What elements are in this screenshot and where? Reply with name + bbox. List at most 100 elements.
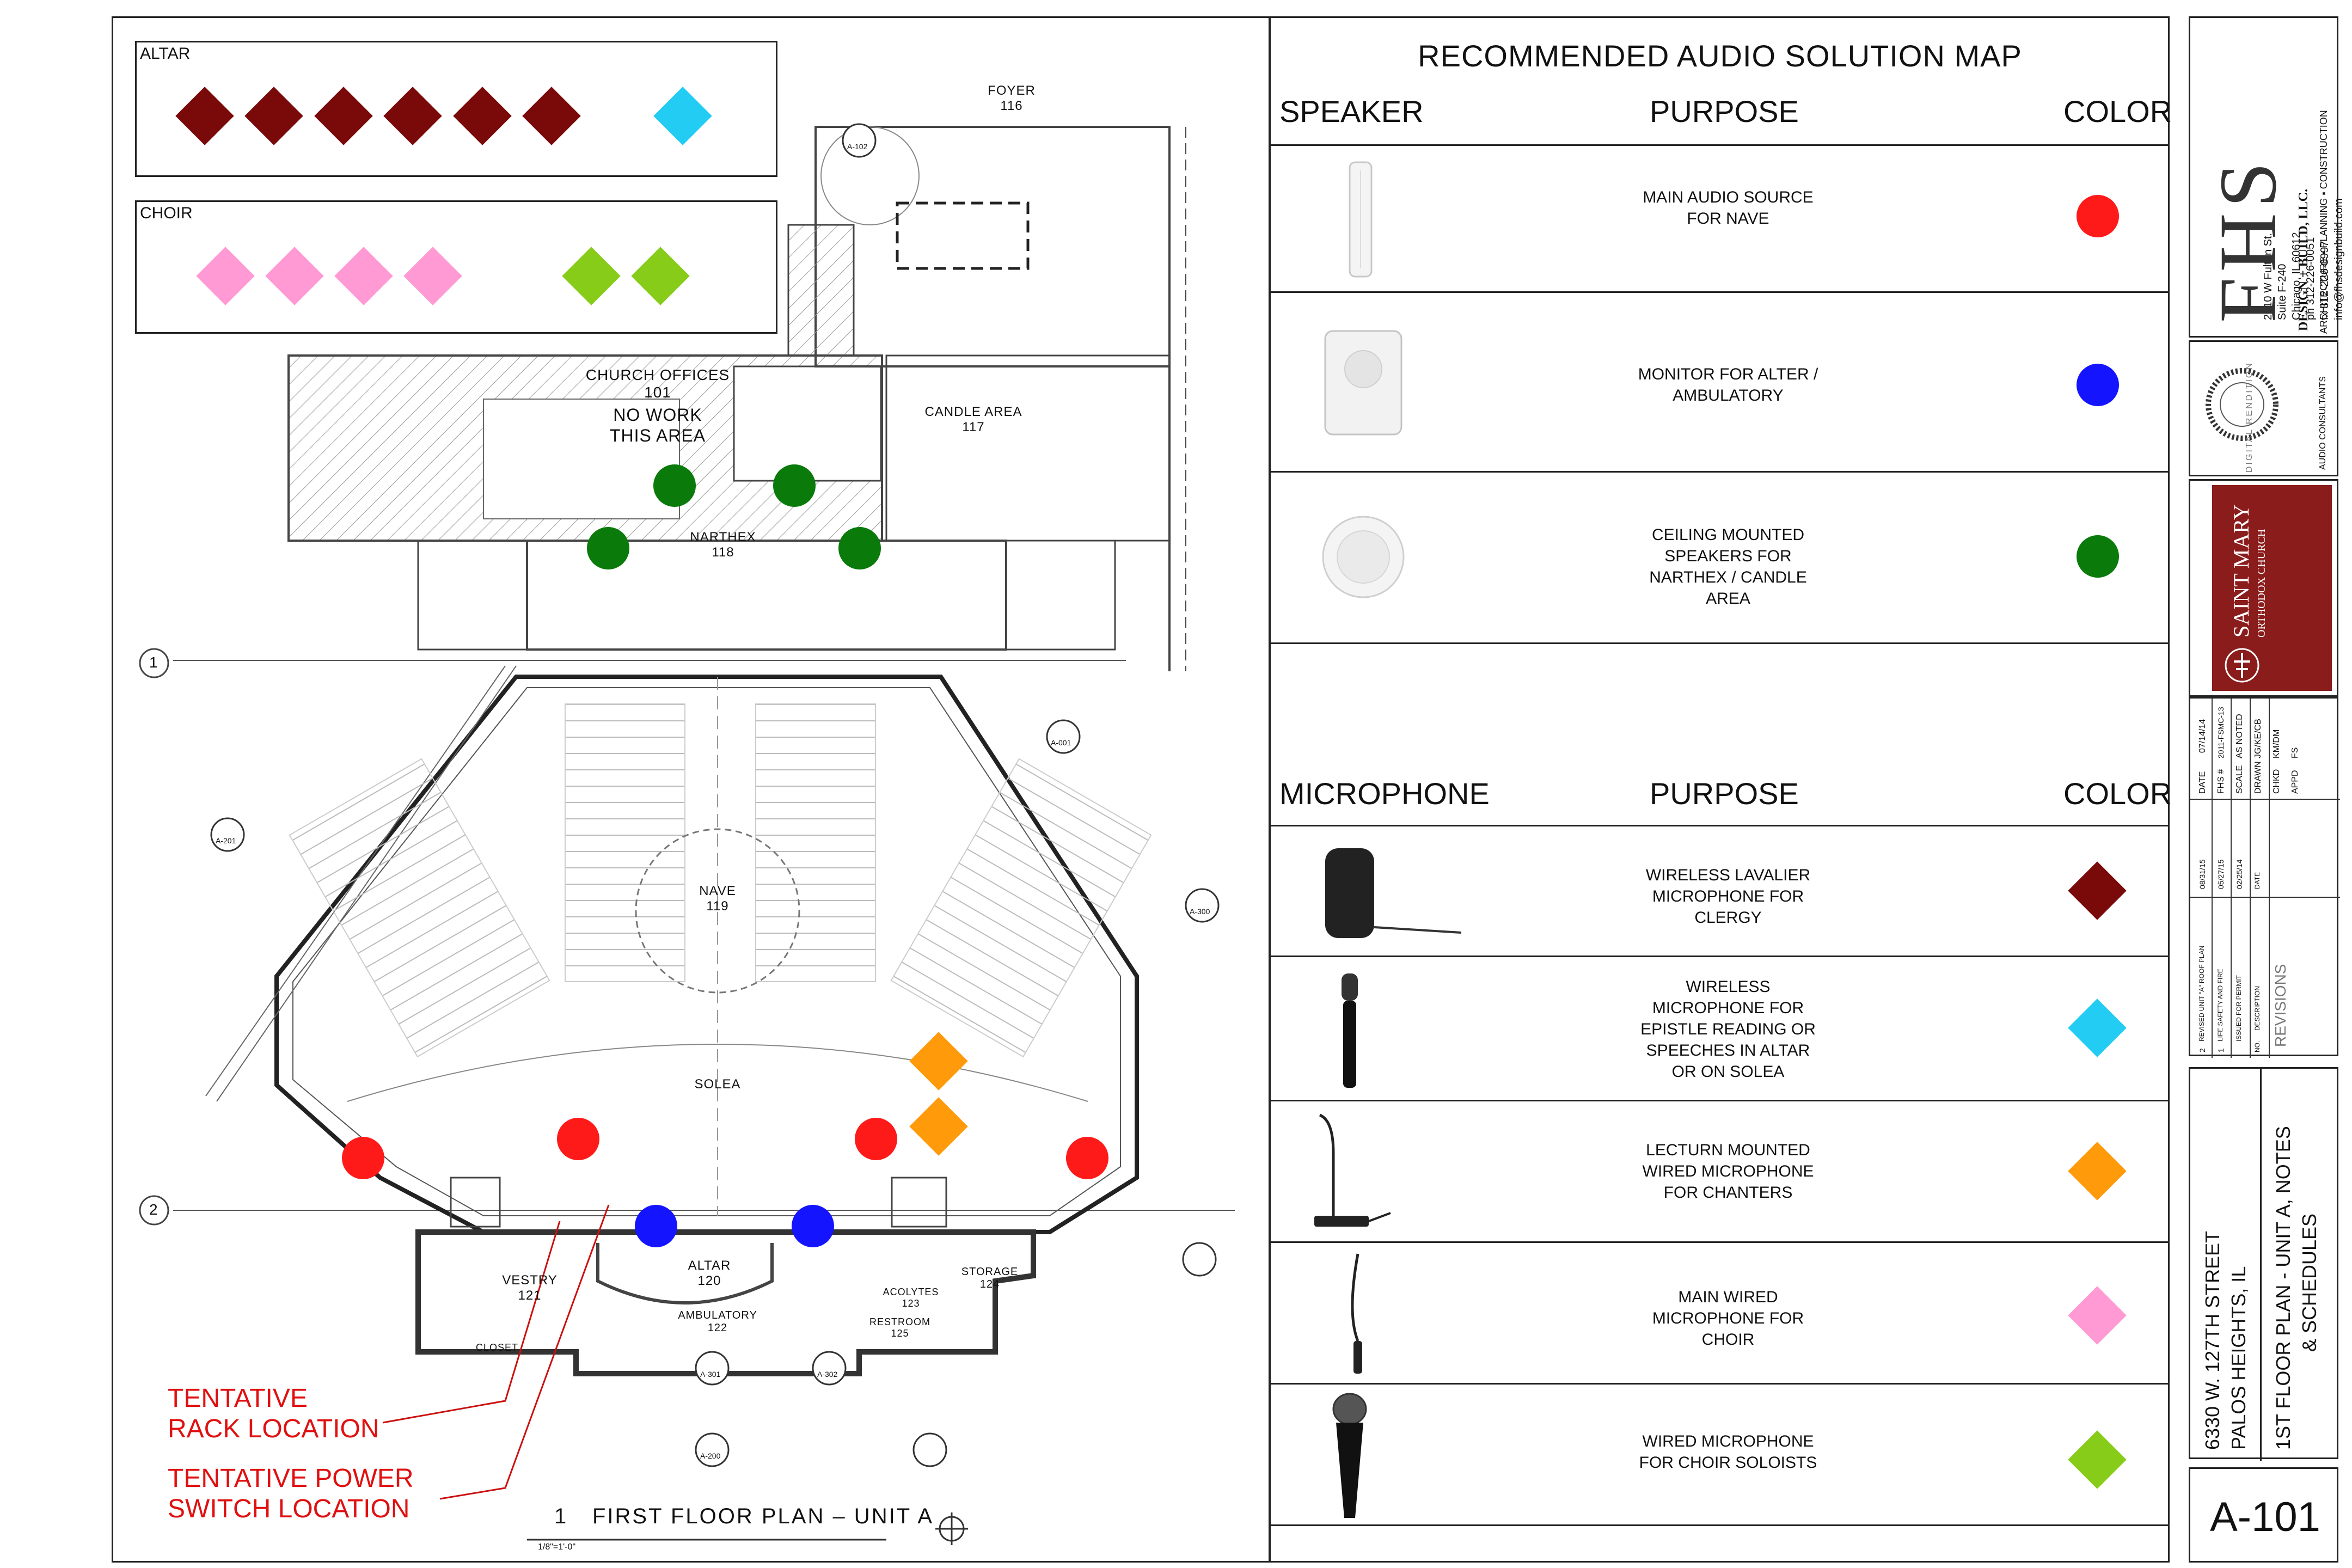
legend-mic-row: LECTURN MOUNTED WIRED MICROPHONE FOR CHA… — [1271, 1100, 2169, 1243]
revision-date: 02/25/14 — [2235, 859, 2244, 890]
client-sub: ORTHODOX CHURCH — [2256, 529, 2268, 638]
floor-plan-area: ALTAR CHOIR FOYER 116 CHURCH OFFICES 101… — [113, 18, 1267, 1561]
mic-purpose-soloist: WIRED MICROPHONE FOR CHOIR SOLOISTS — [1639, 1432, 1817, 1472]
sheet-title-line1: 1ST FLOOR PLAN - UNIT A, NOTES — [2272, 1126, 2294, 1450]
revision-no-header: NO. — [2253, 1040, 2261, 1052]
lectern-mic-color-swatch — [2068, 1142, 2127, 1200]
grid-bubble-2 — [139, 1195, 169, 1226]
tentative-rack-annotation: TENTATIVE RACK LOCATION — [168, 1384, 379, 1443]
wired-handheld-mic-icon — [1332, 1393, 1367, 1518]
lavalier-mic-icon — [1325, 848, 1462, 938]
altar-key-label: ALTAR — [140, 45, 191, 63]
tentative-power-annotation: TENTATIVE POWER SWITCH LOCATION — [168, 1464, 414, 1523]
consultant-role: AUDIO CONSULTANTS — [2318, 376, 2328, 470]
date-value: 07/14/14 — [2198, 719, 2207, 753]
section-markers — [210, 123, 1220, 1467]
room-label-candle-area: CANDLE AREA 117 — [924, 405, 1022, 434]
section-ref-a300: A-300 — [1190, 907, 1210, 916]
legend-speaker-row-empty — [1271, 642, 2169, 775]
grid-bubble-1 — [139, 648, 169, 678]
floor-plan-drawing — [139, 123, 1235, 1545]
sheet-title-line2: & SCHEDULES — [2298, 1213, 2320, 1352]
grid-number-2: 2 — [149, 1201, 158, 1218]
sheet-number: A-101 — [2210, 1494, 2320, 1540]
revision-desc: REVISED UNIT "A" ROOF PLAN — [2198, 945, 2206, 1042]
ceiling-speaker-marker — [773, 464, 816, 507]
title-block-project: 6330 W. 127TH STREET PALOS HEIGHTS, IL 1… — [2189, 1067, 2338, 1461]
room-label-narthex: NARTHEX 118 — [690, 530, 756, 560]
main-speaker-marker — [1066, 1137, 1108, 1179]
section-ref-a102: A-102 — [847, 142, 868, 151]
consultant-logo-text: DIGITAL RENDITION — [2245, 362, 2254, 473]
monitor-speaker-marker — [635, 1205, 677, 1247]
date-label: DATE — [2198, 771, 2207, 794]
rack-leader-line — [382, 1221, 561, 1424]
solea-arc — [347, 1044, 1088, 1102]
drawing-sheet-border — [112, 16, 2170, 1563]
church-offices-block — [287, 354, 883, 542]
main-speaker-marker — [342, 1137, 384, 1179]
ceiling-speaker-marker — [838, 527, 881, 569]
grid-number-1: 1 — [149, 654, 158, 671]
legend-speaker-row: CEILING MOUNTED SPEAKERS FOR NARTHEX / C… — [1271, 471, 2169, 644]
chkd-label: CHKD — [2272, 769, 2281, 794]
mic-purpose-lectern: LECTURN MOUNTED WIRED MICROPHONE FOR CHA… — [1642, 1141, 1814, 1202]
choir-mic-key-box: CHOIR — [135, 200, 777, 334]
legend-mic-row: MAIN WIRED MICROPHONE FOR CHOIR — [1271, 1241, 2169, 1385]
speaker-purpose-header: PURPOSE — [1650, 94, 1799, 128]
title-block-firm: 2010 W Fulton St. Suite F-240 Chicago, I… — [2189, 16, 2345, 338]
ceiling-speaker-marker — [653, 464, 696, 507]
legend-mic-row: WIRELESS MICROPHONE FOR EPISTLE READING … — [1271, 955, 2169, 1101]
revisions-label: REVISIONS — [2272, 964, 2289, 1047]
title-block-client: SAINT MARY ORTHODOX CHURCH — [2189, 479, 2338, 697]
room-label-no-work: NO WORK THIS AREA — [609, 405, 706, 445]
plan-scale: 1/8"=1'-0" — [538, 1542, 576, 1552]
main-speaker-marker — [855, 1118, 897, 1160]
mic-purpose-choir: MAIN WIRED MICROPHONE FOR CHOIR — [1652, 1288, 1804, 1349]
chkd-value: KM/DM — [2272, 729, 2281, 758]
room-label-acolytes: ACOLYTES 123 — [883, 1287, 939, 1309]
revision-table-grid — [2190, 699, 2340, 1058]
section-ref-a200: A-200 — [700, 1451, 721, 1460]
scale-value: AS NOTED — [2235, 714, 2244, 758]
firm-services: ARCHITECTURE ▪ PLANNING ▪ CONSTRUCTION — [2318, 110, 2329, 334]
legend-bottom-rule — [1271, 1524, 2169, 1526]
section-ref-a301: A-301 — [700, 1370, 721, 1379]
room-label-foyer: FOYER 116 — [988, 83, 1036, 113]
legend-mic-row: WIRED MICROPHONE FOR CHOIR SOLOISTS — [1271, 1383, 2169, 1526]
narthex-block — [417, 540, 1116, 651]
soloist-mic-color-swatch — [2068, 1430, 2127, 1489]
power-leader-line — [439, 1204, 610, 1500]
project-address-line1: 6330 W. 127TH STREET — [2201, 1230, 2224, 1450]
fhs-label: FHS # — [2216, 769, 2226, 794]
cross-emblem-icon — [2225, 648, 2259, 683]
client-logo-panel: SAINT MARY ORTHODOX CHURCH — [2212, 485, 2332, 691]
ceiling-speaker-marker — [587, 527, 629, 569]
lavalier-mic-color-swatch — [2068, 861, 2127, 920]
room-label-ambulatory: AMBULATORY 122 — [678, 1309, 757, 1334]
revision-desc: LIFE SAFETY AND FIRE — [2216, 969, 2224, 1042]
plan-title: FIRST FLOOR PLAN – UNIT A — [592, 1504, 934, 1528]
drawn-value: JG/KE/CB — [2253, 719, 2263, 758]
firm-logo: FHS — [2203, 156, 2293, 323]
speaker-purpose-main: MAIN AUDIO SOURCE FOR NAVE — [1643, 188, 1814, 228]
box-speaker-icon — [1324, 330, 1402, 436]
revision-no: 1 — [2216, 1048, 2225, 1052]
speaker-col-header: SPEAKER — [1279, 94, 1424, 128]
project-divider — [2260, 1069, 2262, 1461]
firm-name: DESIGN + BUILD, LLC. — [2296, 188, 2311, 331]
section-ref-a302: A-302 — [817, 1370, 838, 1379]
gooseneck-lectern-mic-icon — [1314, 1113, 1391, 1227]
title-block-sheet-number: A-101 — [2189, 1467, 2338, 1563]
mic-col-header: MICROPHONE — [1279, 776, 1490, 811]
revision-desc: ISSUED FOR PERMIT — [2235, 975, 2243, 1042]
apse-block — [415, 1177, 1036, 1376]
handheld-wireless-mic-icon — [1342, 973, 1358, 1088]
title-block-dates: DATE 07/14/14 FHS # 2011-FSMC-13 SCALE A… — [2189, 697, 2340, 1058]
section-ref-a201: A-201 — [216, 836, 236, 845]
choir-mic-color-swatch — [2068, 1286, 2127, 1345]
section-ref-a001: A-001 — [1051, 738, 1071, 747]
main-speaker-color-swatch — [2077, 195, 2119, 237]
revision-no: 2 — [2198, 1048, 2207, 1052]
room-label-solea: SOLEA — [694, 1077, 741, 1092]
